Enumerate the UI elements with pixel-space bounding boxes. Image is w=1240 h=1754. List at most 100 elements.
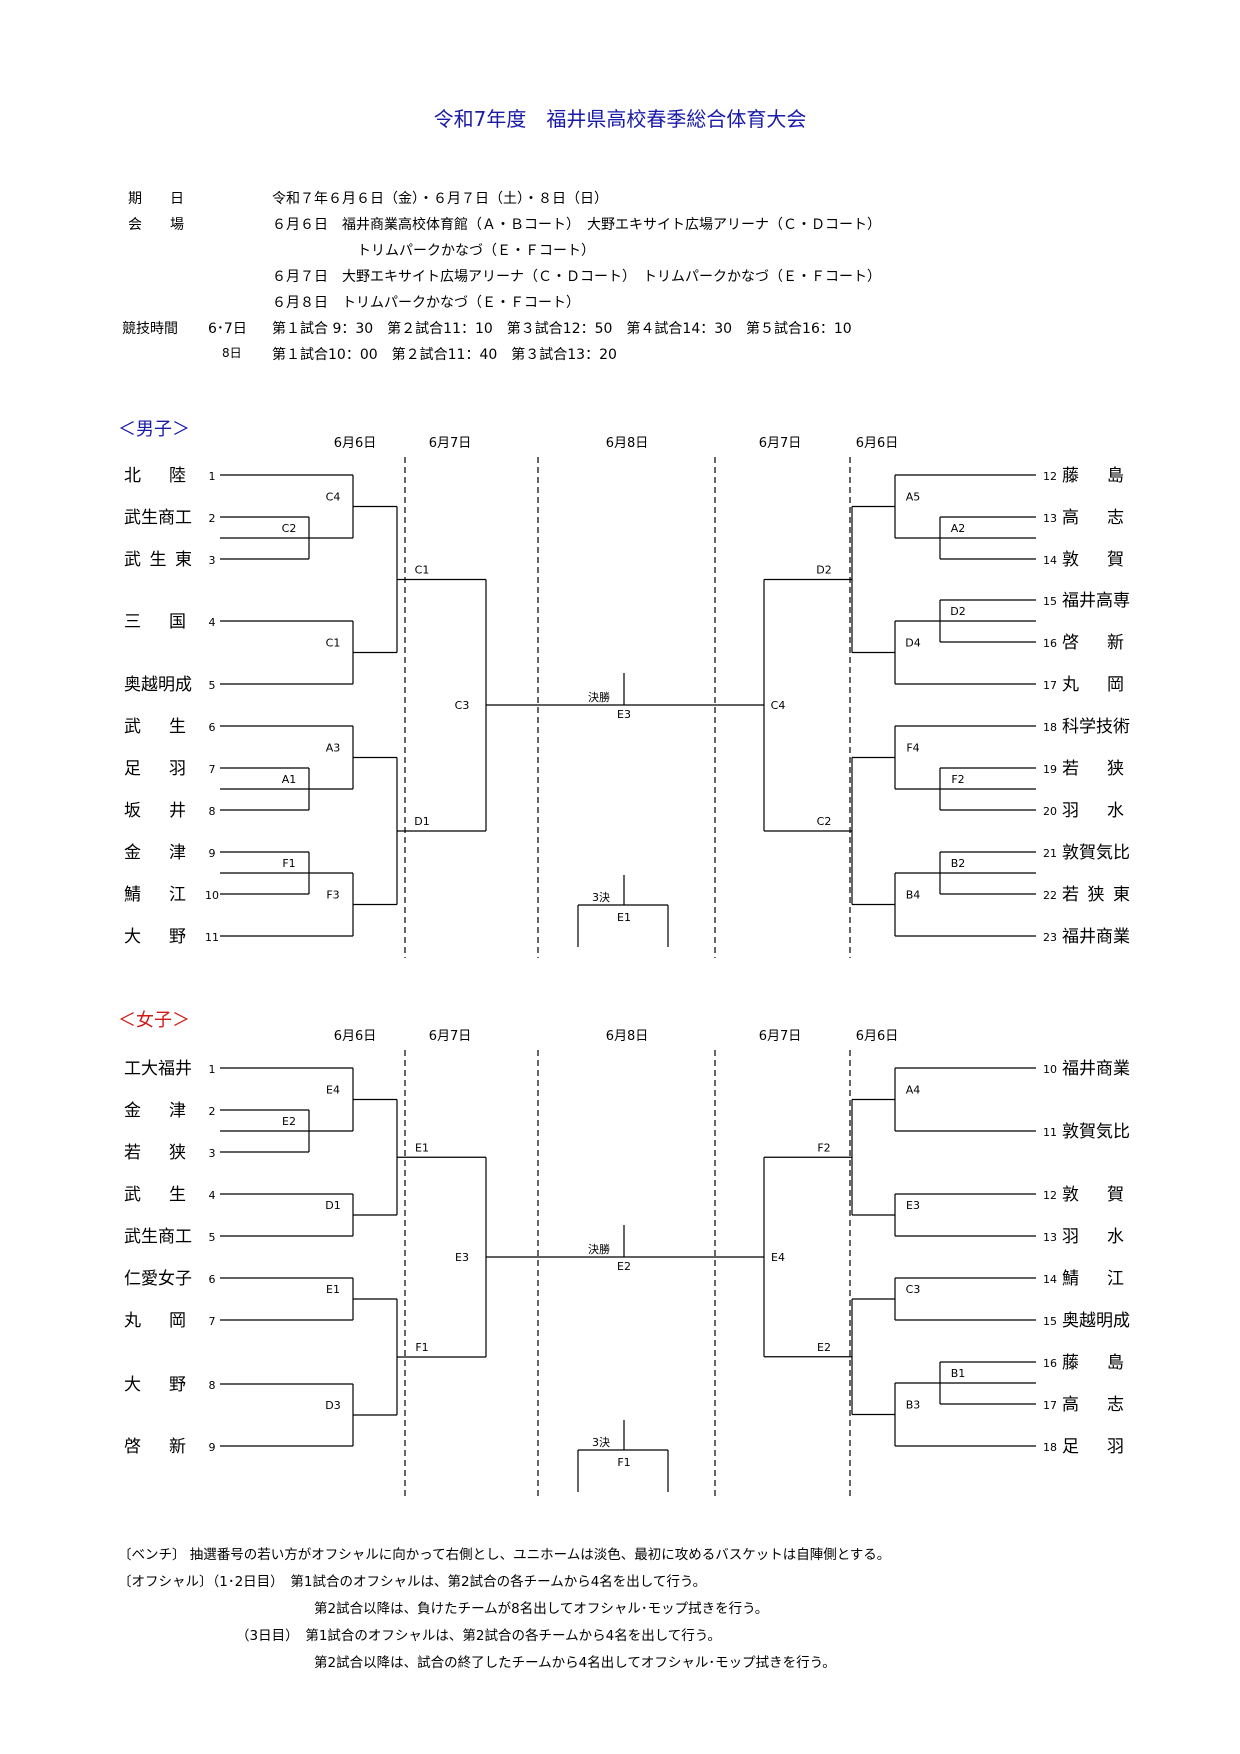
team-number: 18	[1043, 721, 1057, 734]
team-name: 武生東	[124, 550, 192, 570]
team-number: 4	[209, 1189, 216, 1202]
team-number: 13	[1043, 1231, 1057, 1244]
period-label: 期 日	[128, 191, 184, 207]
day-header: 6月6日	[856, 436, 899, 451]
team-name: 敦賀気比	[1062, 843, 1130, 863]
venue-line: ６月６日 福井商業高校体育館（Ａ・Ｂコート） 大野エキサイト広場アリーナ（Ｃ・Ｄ…	[272, 217, 881, 233]
court-label: A5	[906, 491, 921, 504]
team-name: 丸 岡	[124, 1311, 186, 1331]
time-schedule: 第１試合10：00 第２試合11：40 第３試合13：20	[272, 347, 617, 363]
day-header: 6月7日	[429, 1029, 472, 1044]
team-number: 10	[1043, 1063, 1057, 1076]
team-number: 10	[205, 889, 219, 902]
third-place-label: 3決	[592, 891, 610, 904]
team-name: 藤 島	[1062, 1353, 1124, 1373]
day-header: 6月7日	[429, 436, 472, 451]
court-label: D2	[816, 564, 831, 577]
court-label: A4	[906, 1084, 921, 1097]
court-label: E1	[326, 1283, 340, 1296]
court-label: F4	[906, 742, 919, 755]
team-name: 福井商業	[1062, 1059, 1130, 1079]
day-header: 6月7日	[759, 436, 802, 451]
team-number: 9	[209, 847, 216, 860]
team-name: 武 生	[124, 1185, 186, 1205]
day-header: 6月8日	[606, 1029, 649, 1044]
final-court: E2	[617, 1260, 631, 1273]
period-value: 令和７年６月６日（金）・６月７日（土）・８日（日）	[272, 191, 608, 207]
team-number: 15	[1043, 1315, 1057, 1328]
court-label: B3	[906, 1399, 921, 1412]
team-name: 科学技術	[1062, 717, 1130, 737]
team-name: 高 志	[1062, 1395, 1124, 1415]
team-number: 20	[1043, 805, 1057, 818]
team-name: 丸 岡	[1062, 675, 1124, 695]
team-number: 11	[1043, 1126, 1057, 1139]
team-name: 足 羽	[124, 759, 186, 779]
court-label: C1	[415, 564, 430, 577]
team-number: 16	[1043, 637, 1057, 650]
court-label: E3	[455, 1251, 469, 1264]
final-label: 決勝	[588, 1242, 610, 1256]
team-name: 羽 水	[1062, 1227, 1124, 1247]
team-number: 18	[1043, 1441, 1057, 1454]
team-name: 北 陸	[124, 466, 186, 486]
team-name: 啓 新	[124, 1437, 186, 1457]
court-label: F2	[951, 773, 964, 786]
team-name: 高 志	[1062, 508, 1124, 528]
team-name: 若 狭	[124, 1143, 186, 1163]
team-name: 武 生	[124, 717, 186, 737]
third-place-court: E1	[617, 911, 631, 924]
court-label: B1	[951, 1367, 966, 1380]
time-schedule: 第１試合 9：30 第２試合11：10 第３試合12：50 第４試合14：30 …	[272, 321, 852, 337]
team-number: 8	[209, 1379, 216, 1392]
court-label: E3	[906, 1199, 920, 1212]
court-label: C2	[282, 522, 297, 535]
court-label: D4	[905, 637, 920, 650]
team-number: 22	[1043, 889, 1057, 902]
court-label: D1	[325, 1199, 340, 1212]
court-label: E2	[817, 1341, 831, 1354]
day-header: 6月6日	[856, 1029, 899, 1044]
court-label: C1	[326, 637, 341, 650]
team-number: 6	[209, 1273, 216, 1286]
team-number: 5	[209, 1231, 216, 1244]
team-name: 敦 賀	[1062, 1185, 1124, 1205]
team-number: 14	[1043, 1273, 1057, 1286]
team-name: 福井高専	[1062, 591, 1130, 611]
team-number: 21	[1043, 847, 1057, 860]
court-label: C4	[771, 699, 786, 712]
team-name: 坂 井	[124, 801, 186, 821]
team-name: 羽 水	[1062, 801, 1124, 821]
team-number: 9	[209, 1441, 216, 1454]
final-court: E3	[617, 708, 631, 721]
team-number: 6	[209, 721, 216, 734]
court-label: A2	[951, 522, 966, 535]
team-number: 17	[1043, 679, 1057, 692]
team-number: 14	[1043, 554, 1057, 567]
third-place-label: 3決	[592, 1436, 610, 1449]
team-name: 奥越明成	[124, 675, 192, 695]
court-label: A1	[282, 773, 297, 786]
venue-line: トリムパークかなづ（Ｅ・Ｆコート）	[357, 243, 595, 259]
team-number: 5	[209, 679, 216, 692]
note-line: 第2試合以降は、試合の終了したチームから4名出してオフシャル･モップ拭きを行う。	[314, 1655, 836, 1671]
court-label: C4	[326, 491, 341, 504]
team-name: 敦 賀	[1062, 550, 1124, 570]
court-label: D2	[950, 605, 965, 618]
team-name: 福井商業	[1062, 927, 1130, 947]
team-name: 敦賀気比	[1062, 1122, 1130, 1142]
team-number: 17	[1043, 1399, 1057, 1412]
time-days: 8日	[222, 346, 242, 360]
team-name: 啓 新	[1062, 633, 1124, 653]
court-label: E1	[415, 1141, 429, 1154]
team-number: 4	[209, 616, 216, 629]
court-label: B4	[906, 889, 921, 902]
time-days: 6･7日	[208, 321, 247, 337]
team-name: 若 狭	[1062, 759, 1124, 779]
girls-section-label: ＜女子＞	[118, 1010, 190, 1031]
team-name: 仁愛女子	[124, 1269, 192, 1289]
note-line: 〔ベンチ〕 抽選番号の若い方がオフシャルに向かって右側とし、ユニホームは淡色、最…	[118, 1547, 891, 1563]
team-name: 武生商工	[124, 1227, 192, 1247]
note-line: 〔オフシャル〕（1･2日目） 第1試合のオフシャルは、第2試合の各チームから4名…	[118, 1574, 707, 1590]
team-number: 1	[209, 470, 216, 483]
